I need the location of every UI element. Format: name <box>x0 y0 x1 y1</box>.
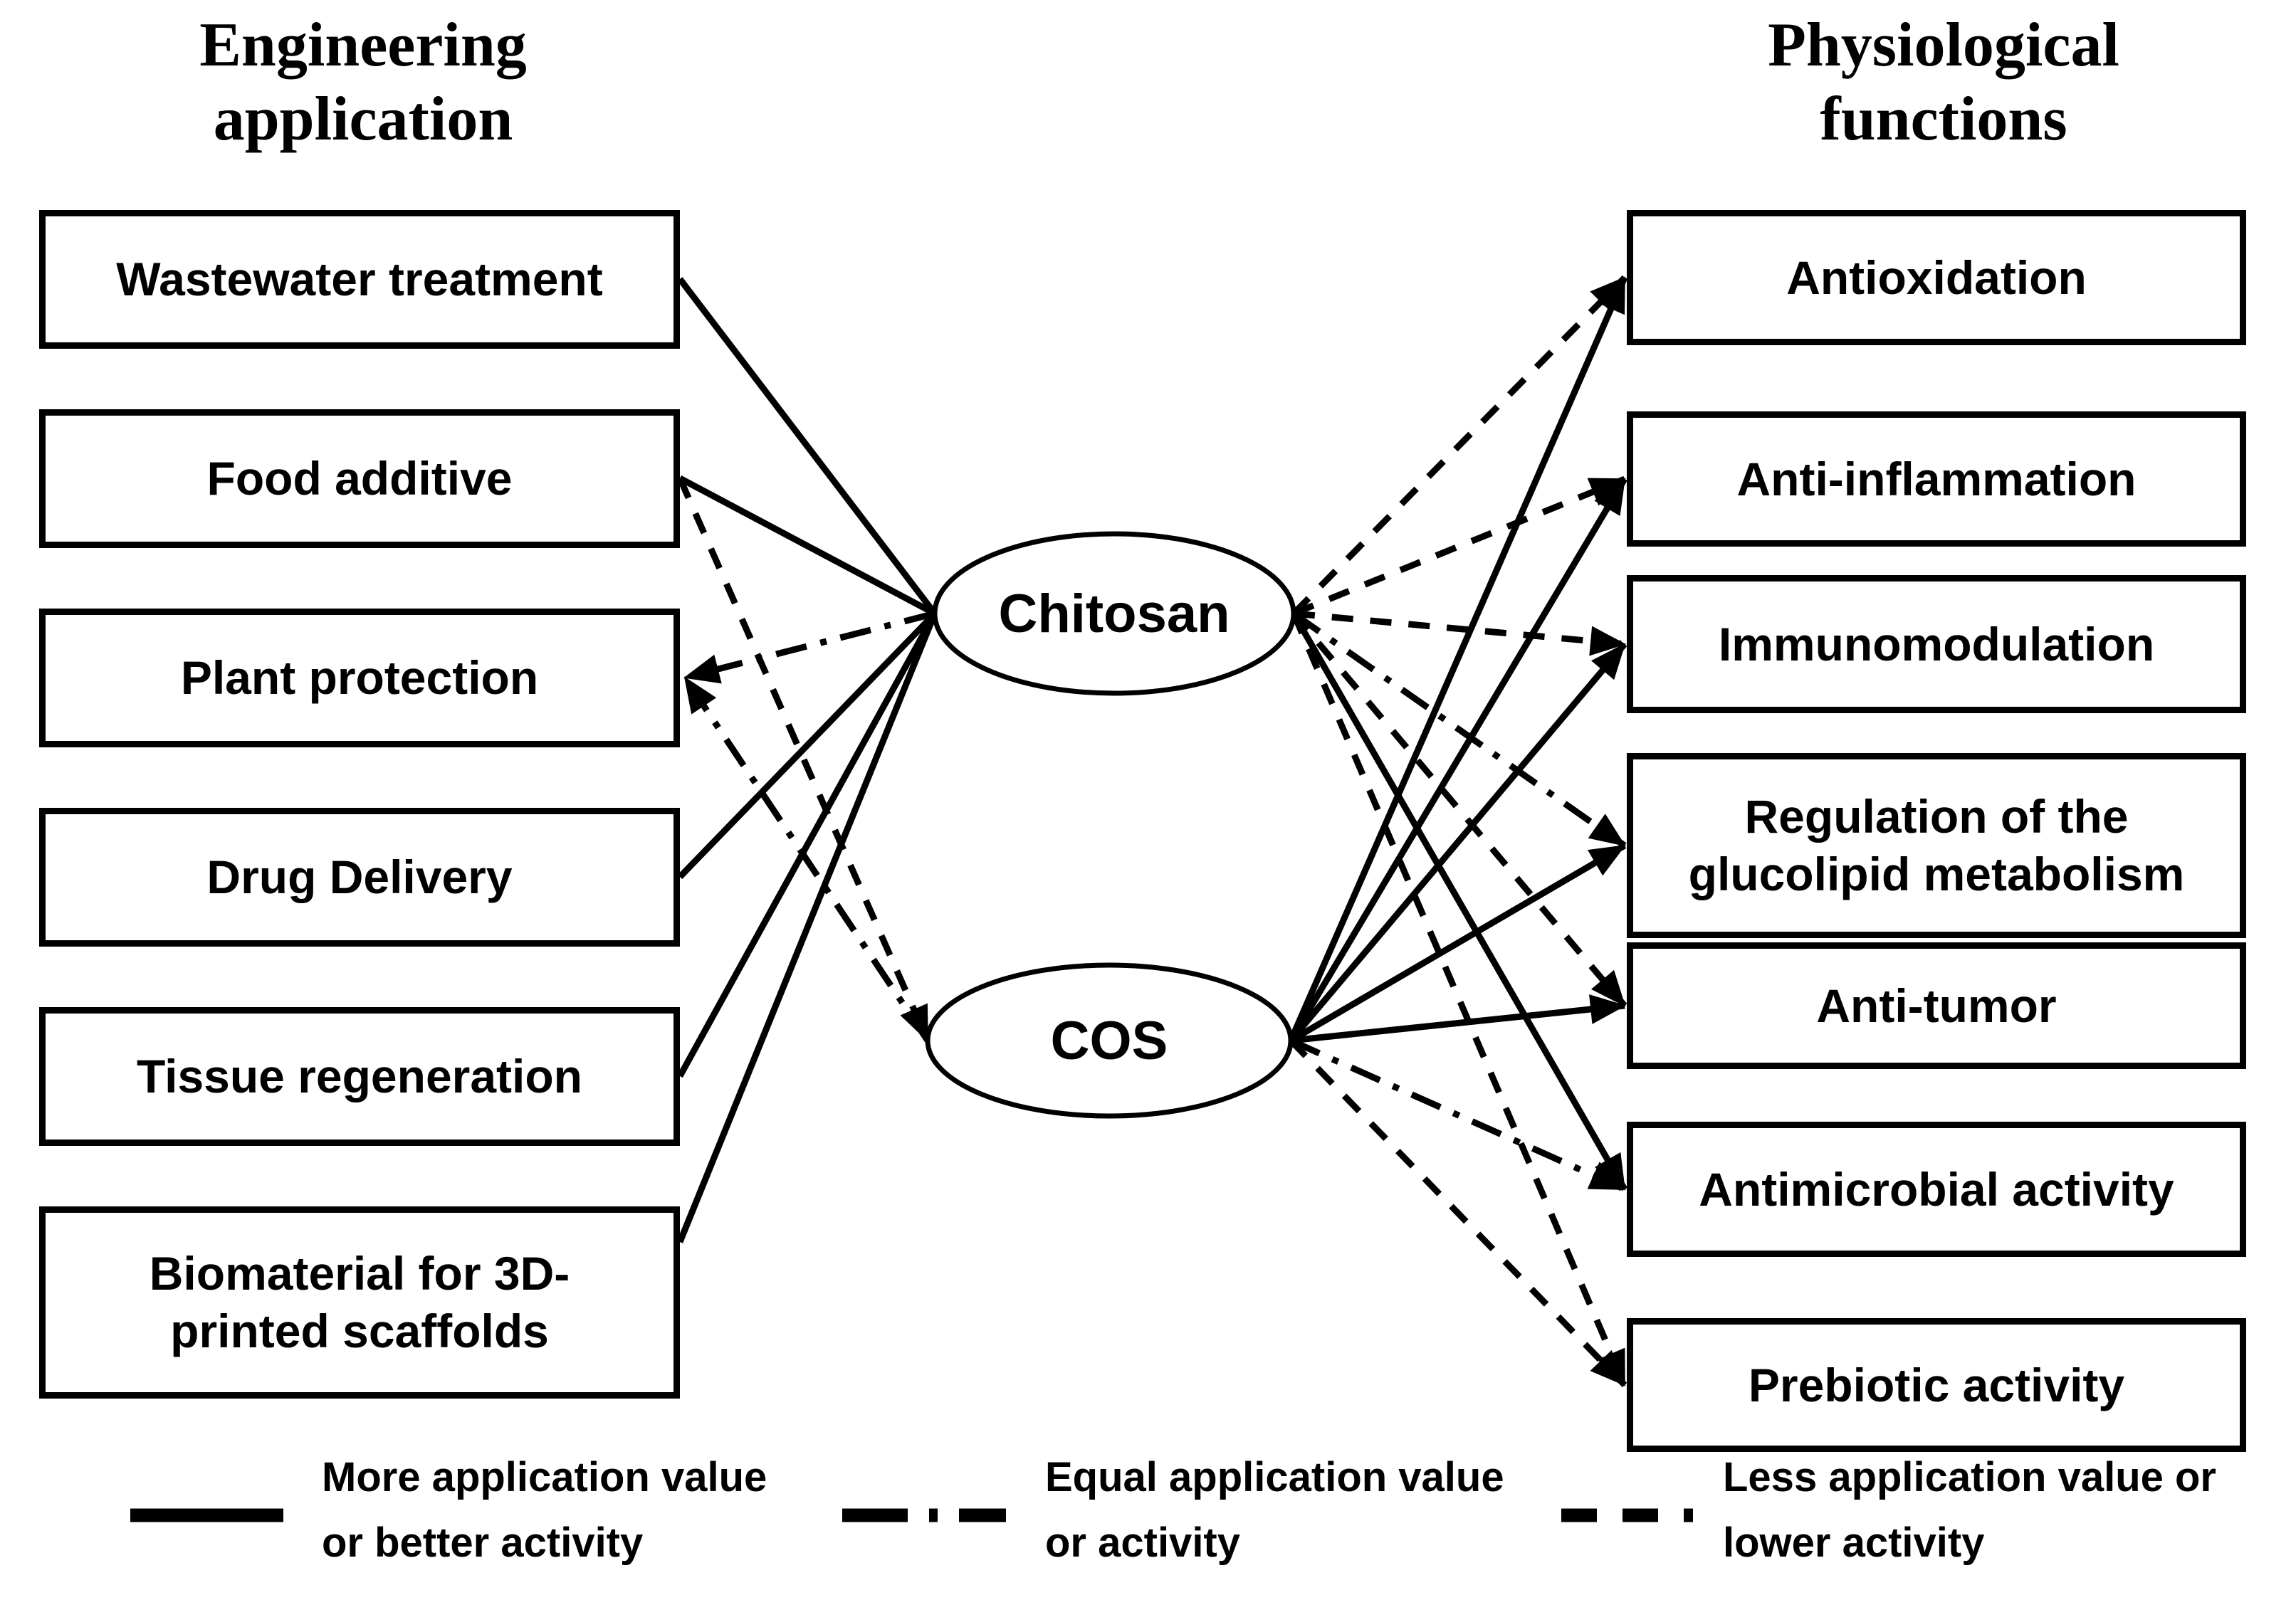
function-box-antiinflammation: Anti-inflammation <box>1627 411 2246 547</box>
connector-chitosan-immunomodulation-dashed <box>1293 610 1626 656</box>
chitosan-node-label: Chitosan <box>998 583 1230 644</box>
function-box-regulation: Regulation of the glucolipid metabolism <box>1627 753 2246 938</box>
legend-label-dashed: Less application value or lower activity <box>1723 1454 2216 1566</box>
connector-chitosan-plant-dashdot <box>683 610 936 684</box>
connector-chitosan-antimicrobial-solid <box>1291 611 1627 1191</box>
connector-food-chitosan-solid <box>678 475 937 616</box>
connector-cos-immunomodulation-solid <box>1288 642 1627 1043</box>
function-box-immunomodulation: Immunomodulation <box>1627 575 2246 713</box>
function-box-antimicrobial: Antimicrobial activity <box>1627 1122 2246 1257</box>
chitosan-node-ellipse <box>932 531 1296 696</box>
legend-label-dashdot: Equal application value or activity <box>1045 1454 1504 1566</box>
connector-drug-chitosan-solid <box>677 611 938 880</box>
cos-node-label: COS <box>1050 1010 1168 1071</box>
connector-cos-regulation-solid <box>1289 843 1627 1043</box>
connector-chitosan-regulation-dashdot <box>1291 611 1627 848</box>
connector-chitosan-prebiotic-dashed <box>1290 612 1628 1386</box>
legend-swatch-dashed-line <box>1561 1508 1693 1522</box>
legend-label-solid: More application value or better activit… <box>322 1454 767 1566</box>
function-box-prebiotic: Prebiotic activity <box>1627 1318 2246 1452</box>
right-column-header: Physiological functions <box>1768 11 2119 154</box>
connector-cos-antiinflammation-solid <box>1288 477 1627 1043</box>
connector-cos-antimicrobial-dashdot <box>1289 1037 1626 1193</box>
connector-food-cos-dashed <box>676 477 931 1042</box>
function-box-antioxidation: Antioxidation <box>1627 210 2246 345</box>
connector-cos-antioxidation-solid <box>1287 276 1628 1042</box>
legend-swatch-solid-line <box>130 1508 283 1522</box>
connector-chitosan-antioxidation-dashed <box>1291 275 1627 616</box>
connector-wastewater-chitosan-solid <box>677 277 938 616</box>
connector-tissue-chitosan-solid <box>677 611 938 1078</box>
connector-chitosan-antitumor-dashed <box>1291 611 1627 1008</box>
application-box-tissue: Tissue regeneration <box>39 1007 680 1146</box>
application-box-plant: Plant protection <box>39 609 680 747</box>
application-box-biomaterial: Biomaterial for 3D- printed scaffolds <box>39 1206 680 1399</box>
function-box-antitumor: Anti-tumor <box>1627 942 2246 1069</box>
left-column-header: Engineering application <box>199 11 527 154</box>
legend-swatch-dashdot-line <box>842 1508 1006 1522</box>
connector-biomaterial-chitosan-solid <box>676 612 938 1243</box>
application-box-food: Food additive <box>39 409 680 548</box>
connector-chitosan-antiinflammation-dashed <box>1292 475 1626 617</box>
connector-cos-antitumor-solid <box>1290 994 1626 1044</box>
application-box-drug: Drug Delivery <box>39 808 680 947</box>
cos-node-ellipse <box>925 962 1294 1119</box>
connector-cos-prebiotic-dashed <box>1288 1038 1627 1388</box>
connector-cos-plant-dashdot <box>682 675 931 1043</box>
application-box-wastewater: Wastewater treatment <box>39 210 680 349</box>
